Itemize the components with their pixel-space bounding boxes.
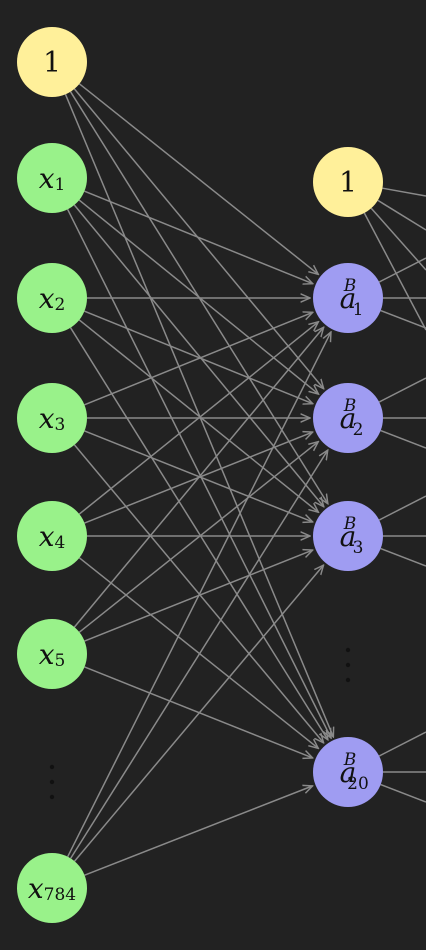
input-node-x3 (17, 383, 87, 453)
hidden-bias-node-label: 1 (339, 166, 357, 199)
edge-bias-to-a1 (73, 88, 323, 389)
input-node-x784-label: x784 (28, 872, 76, 906)
edge-x5-to-a0 (67, 332, 331, 858)
edge-a2-out-1 (380, 547, 426, 567)
hidden-node-a2 (313, 383, 383, 453)
input-ellipsis (49, 764, 55, 800)
edge-x2-to-a0 (84, 312, 312, 406)
input-node-x3-label: x3 (39, 402, 66, 436)
edge-x0-to-a2 (73, 204, 323, 507)
edge-a1-out-1 (380, 429, 426, 449)
input-node-x2-label: x2 (39, 282, 66, 316)
edge-x0-to-a1 (78, 199, 318, 394)
edge-x4-to-a3 (84, 666, 313, 758)
edge-x5-to-a1 (70, 450, 328, 859)
edge-hbias-out-0 (382, 187, 426, 197)
edge-a3-out-1 (380, 783, 426, 803)
edge-x1-to-a3 (69, 327, 328, 740)
edge-x0-to-a0 (84, 190, 312, 284)
edge-a0-out-1 (380, 309, 426, 329)
edge-x4-to-a0 (73, 327, 323, 628)
edge-x2-to-a2 (84, 430, 313, 522)
edge-x3-to-a3 (78, 557, 318, 748)
input-node-x4 (17, 501, 87, 571)
edge-x1-to-a2 (78, 319, 318, 512)
hidden-ellipsis (345, 647, 351, 683)
input-node-x1 (17, 143, 87, 213)
edge-x1-to-a1 (84, 310, 312, 404)
edge-hbias-out-3 (363, 212, 426, 331)
edge-a3-out-2 (378, 731, 426, 757)
edge-hbias-out-2 (370, 207, 426, 271)
edge-a2-out-2 (378, 495, 426, 521)
connection-edges (64, 83, 426, 876)
hidden-node-a20 (313, 737, 383, 807)
input-bias-node (17, 27, 87, 97)
edge-x4-to-a1 (78, 442, 318, 633)
edge-a1-out-2 (378, 377, 426, 403)
hidden-node-a3 (313, 501, 383, 571)
hidden-bias-node (313, 147, 383, 217)
input-node-x4-label: x4 (39, 520, 66, 554)
edge-x0-to-a3 (66, 208, 331, 738)
edge-x5-to-a2 (73, 565, 324, 862)
edge-bias-to-a0 (78, 83, 318, 274)
input-node-x2 (17, 263, 87, 333)
edge-hbias-out-1 (377, 199, 426, 231)
input-node-x1-label: x1 (39, 162, 66, 196)
input-bias-node-label: 1 (43, 46, 61, 79)
input-node-x5-label: x5 (39, 638, 66, 672)
edge-x5-to-a3 (84, 786, 313, 876)
edge-x3-to-a0 (78, 322, 318, 515)
input-node-x5 (17, 619, 87, 689)
hidden-node-a1 (313, 263, 383, 333)
input-node-x784 (17, 853, 87, 923)
edge-a0-out-2 (378, 257, 426, 283)
